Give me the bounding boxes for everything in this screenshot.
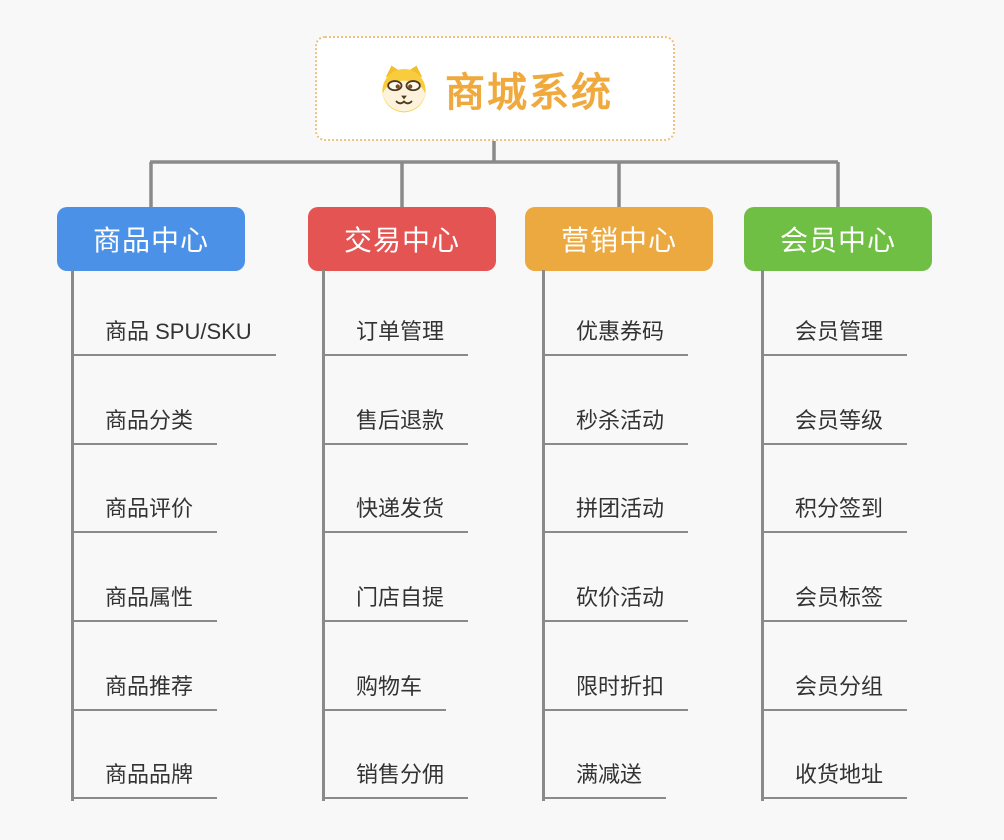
leaf-node[interactable]: 满减送 <box>542 755 667 799</box>
leaf-node[interactable]: 积分签到 <box>761 489 908 533</box>
branch-node-product-center[interactable]: 商品中心 <box>57 207 245 271</box>
leaf-node[interactable]: 门店自提 <box>322 578 469 622</box>
root-title: 商城系统 <box>445 70 613 115</box>
branch-trunk <box>71 270 74 801</box>
branch-label: 交易中心 <box>343 225 460 256</box>
leaf-node[interactable]: 购物车 <box>322 667 447 711</box>
branch-label: 会员中心 <box>779 225 896 256</box>
shiba-face-icon <box>377 64 431 114</box>
leaf-node[interactable]: 售后退款 <box>322 401 469 445</box>
leaf-node[interactable]: 会员标签 <box>761 578 908 622</box>
leaf-node[interactable]: 砍价活动 <box>542 578 689 622</box>
leaf-node[interactable]: 会员等级 <box>761 401 908 445</box>
leaf-node[interactable]: 优惠券码 <box>542 312 689 356</box>
leaf-node[interactable]: 限时折扣 <box>542 667 689 711</box>
branch-label: 营销中心 <box>560 225 677 256</box>
leaf-node[interactable]: 商品评价 <box>71 489 218 533</box>
leaf-node[interactable]: 订单管理 <box>322 312 469 356</box>
branch-trunk <box>542 270 545 801</box>
root-node[interactable]: 商城系统 <box>315 36 675 141</box>
leaf-node[interactable]: 商品属性 <box>71 578 218 622</box>
leaf-node[interactable]: 拼团活动 <box>542 489 689 533</box>
leaf-node[interactable]: 商品品牌 <box>71 755 218 799</box>
leaf-node[interactable]: 会员管理 <box>761 312 908 356</box>
branch-label: 商品中心 <box>92 225 209 256</box>
leaf-node[interactable]: 快递发货 <box>322 489 469 533</box>
leaf-node[interactable]: 秒杀活动 <box>542 401 689 445</box>
branch-node-member-center[interactable]: 会员中心 <box>744 207 932 271</box>
branch-trunk <box>322 270 325 801</box>
leaf-node[interactable]: 收货地址 <box>761 755 908 799</box>
branch-node-marketing-center[interactable]: 营销中心 <box>525 207 713 271</box>
leaf-node[interactable]: 商品 SPU/SKU <box>71 312 276 356</box>
leaf-node[interactable]: 商品分类 <box>71 401 218 445</box>
leaf-node[interactable]: 商品推荐 <box>71 667 218 711</box>
leaf-node[interactable]: 销售分佣 <box>322 755 469 799</box>
branch-trunk <box>761 270 764 801</box>
leaf-node[interactable]: 会员分组 <box>761 667 908 711</box>
branch-node-trade-center[interactable]: 交易中心 <box>308 207 496 271</box>
